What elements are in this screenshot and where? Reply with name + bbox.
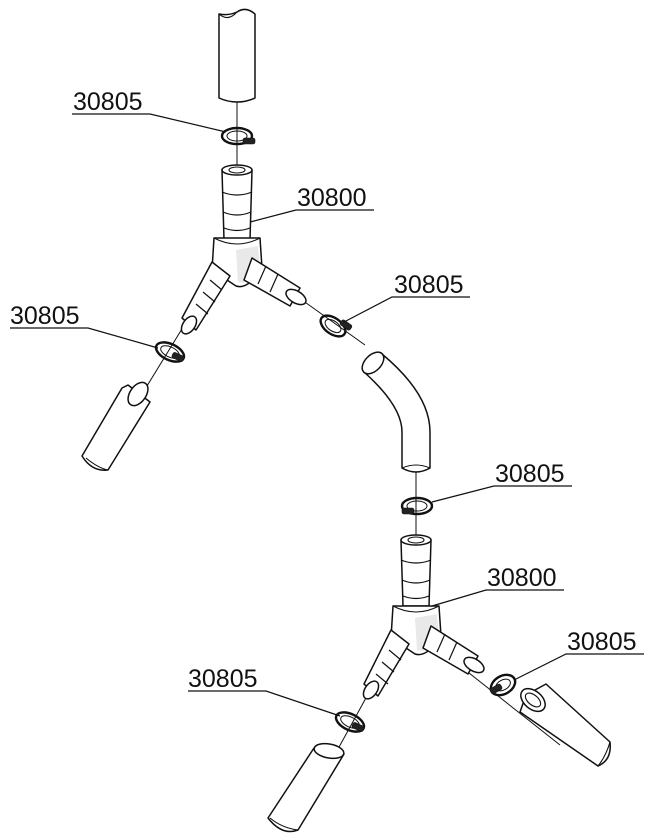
hose-clamp-top xyxy=(220,126,256,146)
leader-lines xyxy=(10,113,644,717)
callout-clamp-top: 30805 xyxy=(73,88,143,116)
hose-clamp-upper-right xyxy=(319,314,353,338)
hose-clamp-lower-left xyxy=(334,711,366,733)
callout-clamp-middle: 30805 xyxy=(495,460,565,488)
callout-tee-upper: 30800 xyxy=(297,184,367,212)
callout-clamp-upper-left: 30805 xyxy=(10,302,80,330)
hose-upper-left xyxy=(81,381,151,471)
hose-bend-middle xyxy=(361,351,431,473)
hose-lower-right xyxy=(519,683,611,767)
callout-clamp-lower-left: 30805 xyxy=(188,665,258,693)
hose-top xyxy=(218,8,256,103)
hose-lower-left xyxy=(267,742,345,833)
callout-tee-lower: 30800 xyxy=(487,564,557,592)
tee-fitting-upper xyxy=(180,164,307,335)
callout-clamp-lower-right: 30805 xyxy=(567,628,637,656)
hose-clamp-lower-right xyxy=(489,673,517,697)
tee-fitting-lower xyxy=(362,534,485,700)
hose-clamp-middle xyxy=(400,496,434,516)
hose-clamp-upper-left xyxy=(154,341,186,363)
callout-clamp-upper-right: 30805 xyxy=(394,271,464,299)
callout-labels: 30805 30800 30805 30805 30805 30800 3080… xyxy=(10,88,637,693)
